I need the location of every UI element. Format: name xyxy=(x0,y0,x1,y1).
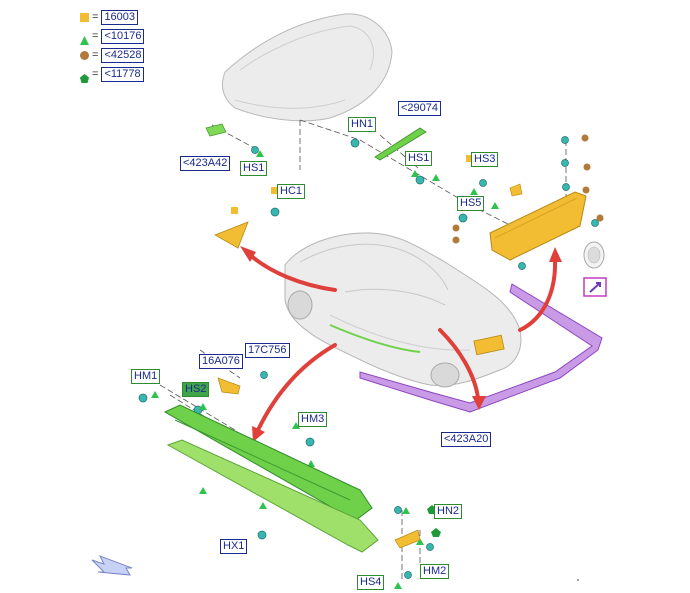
label-423a42[interactable]: <423A42 xyxy=(180,156,231,171)
label-hs1-right[interactable]: HS1 xyxy=(405,151,433,166)
label-hm2[interactable]: HM2 xyxy=(420,564,450,579)
label-16a076[interactable]: 16A076 xyxy=(199,354,243,369)
legend-code-16003[interactable]: 16003 xyxy=(101,9,139,25)
square-icon xyxy=(80,12,89,22)
detail-arrow-icon xyxy=(589,282,601,293)
legend-row-square: = 16003 xyxy=(80,9,139,25)
label-hs1-left[interactable]: HS1 xyxy=(240,161,268,176)
rear-applique-panel xyxy=(489,191,587,261)
bracket-hs3 xyxy=(509,183,523,197)
square-markers xyxy=(231,155,473,214)
trim-piece-hc1 xyxy=(214,221,249,249)
legend-row-triangle: = <10176 xyxy=(80,28,145,45)
vehicle-body xyxy=(284,232,522,388)
clip-fasteners xyxy=(138,136,599,579)
label-423a20[interactable]: <423A20 xyxy=(441,432,492,447)
triangle-icon xyxy=(80,32,89,45)
front-direction-arrow-icon xyxy=(91,555,133,576)
label-hc1[interactable]: HC1 xyxy=(277,184,306,199)
label-17c756[interactable]: 17C756 xyxy=(245,343,290,358)
bracket-hs4 xyxy=(394,529,421,549)
label-hs3[interactable]: HS3 xyxy=(471,152,499,167)
nut-markers xyxy=(452,134,604,244)
rear-emblem xyxy=(583,241,605,269)
bracket-16a076 xyxy=(217,377,241,395)
pentagon-icon xyxy=(80,70,89,83)
label-hn2[interactable]: HN2 xyxy=(434,504,463,519)
legend-code-10176[interactable]: <10176 xyxy=(101,28,145,44)
moulding-423a20 xyxy=(359,283,603,413)
legend-code-11778[interactable]: <11778 xyxy=(101,66,144,82)
legend-equals: = xyxy=(92,30,99,42)
trim-strip-29074 xyxy=(374,127,427,161)
rear-deck-lid xyxy=(222,13,393,122)
legend-code-42528[interactable]: <42528 xyxy=(101,47,145,63)
label-hn1[interactable]: HN1 xyxy=(348,117,377,132)
circle-icon xyxy=(80,50,89,60)
legend-equals: = xyxy=(92,68,99,80)
rocker-moulding xyxy=(163,404,379,553)
legend-equals: = xyxy=(92,11,99,23)
label-hs4[interactable]: HS4 xyxy=(357,575,385,590)
bracket-clip xyxy=(205,123,227,137)
label-hm1[interactable]: HM1 xyxy=(131,369,161,384)
legend-row-pentagon: = <11778 xyxy=(80,66,144,83)
red-arrowheads xyxy=(240,246,562,442)
label-hx1[interactable]: HX1 xyxy=(220,539,248,554)
label-29074[interactable]: <29074 xyxy=(398,101,442,116)
label-hs5[interactable]: HS5 xyxy=(457,196,485,211)
label-hm3[interactable]: HM3 xyxy=(298,412,328,427)
red-callout-arrows xyxy=(248,253,558,432)
triangle-markers xyxy=(151,150,499,589)
label-hs2[interactable]: HS2 xyxy=(182,382,210,397)
legend-equals: = xyxy=(92,49,99,61)
legend-row-circle: = <42528 xyxy=(80,47,145,63)
